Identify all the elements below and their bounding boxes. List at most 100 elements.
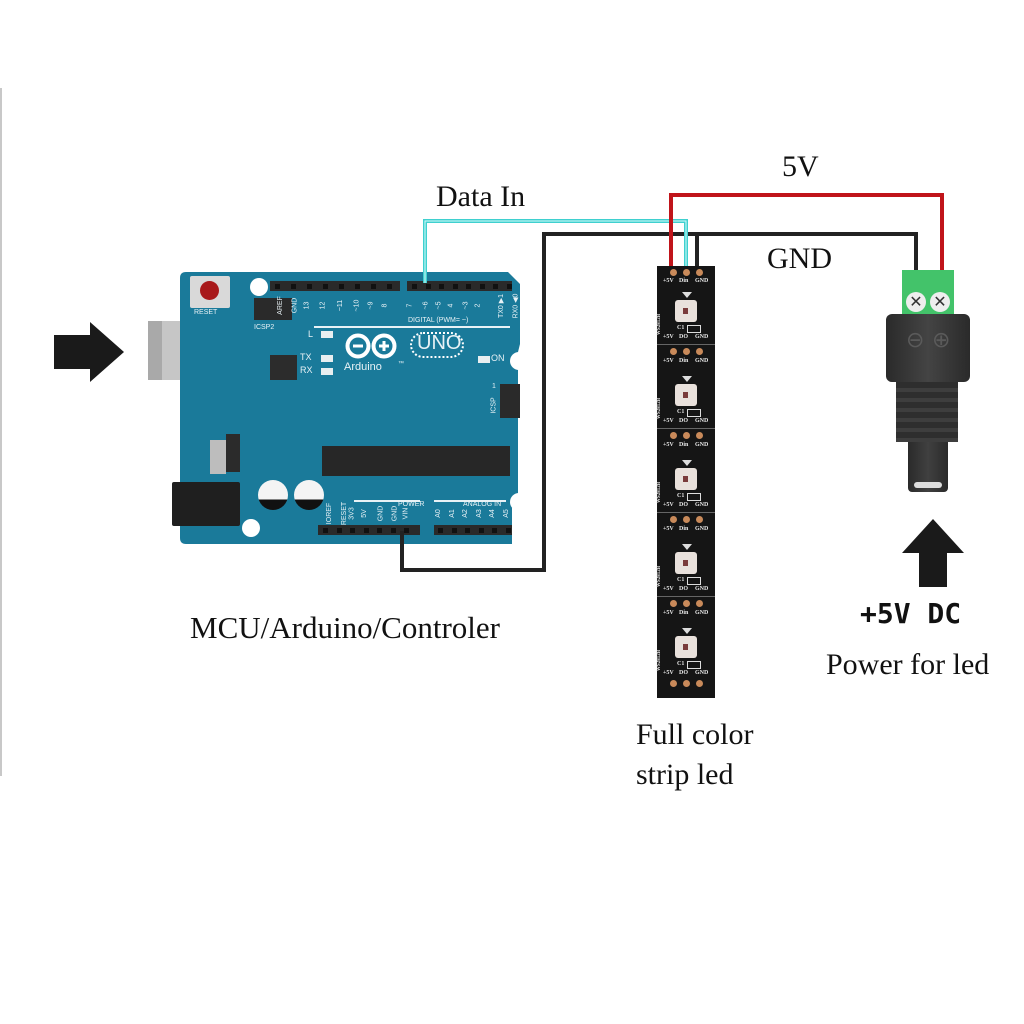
header-pin [479,284,485,289]
connector-sleeve [896,382,958,442]
chip-label: WS2812B [657,649,663,672]
led-die [683,308,688,314]
strip-solder-pad [696,348,703,355]
screw-plus-terminal: ✕ [930,292,950,312]
capacitor-1 [258,480,288,510]
strip-pad-label: Din [679,278,689,284]
reset-button[interactable] [190,276,230,308]
reset-label: RESET [194,309,218,316]
strip-solder-pad [683,680,690,687]
capacitor-label: C1 [677,493,685,499]
led-die [683,392,688,398]
header-pin [339,284,344,289]
capacitor [687,409,701,417]
led-on-label: ON [491,353,505,363]
strip-pad-label: GND [695,586,709,592]
header-pin [323,284,328,289]
strip-pad-label: GND [695,334,709,340]
strip-pad-label: +5V [663,334,674,340]
strip-pad-label: DO [679,502,688,508]
rgb-led [675,300,697,322]
strip-direction-arrow-icon [682,460,692,466]
cut-line [657,596,715,597]
strip-solder-pad [683,348,690,355]
capacitor [687,493,701,501]
strip-solder-pad [683,600,690,607]
header-pin [466,284,471,289]
header-pin [439,284,444,289]
uno-badge [410,332,464,358]
header-pin [355,284,360,289]
voltage-regulator [210,440,226,474]
strip-label-line2: strip led [636,758,734,791]
strip-pad-label: GND [695,358,709,364]
strip-solder-pad [696,516,703,523]
strip-direction-arrow-icon [682,376,692,382]
atmega-chip [322,446,510,476]
header-pin [506,284,512,289]
strip-solder-pad [670,432,677,439]
header-pin [492,528,497,533]
voltage-regulator-body [226,434,240,472]
chip-label: WS2812B [657,481,663,504]
strip-pad-label: GND [695,610,709,616]
led-rx-label: RX [300,365,313,375]
strip-solder-pad [696,600,703,607]
strip-solder-pad [683,516,690,523]
strip-pad-label: +5V [663,586,674,592]
five-v-label: 5V [782,150,819,183]
strip-pad-label: +5V [663,526,674,532]
strip-solder-pad [696,680,703,687]
strip-solder-pad [670,600,677,607]
strip-pad-label: DO [679,334,688,340]
header-pin [493,284,498,289]
capacitor-2 [294,480,324,510]
header-pin [452,284,458,289]
strip-direction-arrow-icon [682,544,692,550]
strip-pad-label: DO [679,586,688,592]
strip-pad-label: GND [695,502,709,508]
rgb-led [675,384,697,406]
power-label: POWER [398,501,425,508]
strip-solder-pad [683,432,690,439]
digital-divider [314,326,510,328]
header-pin [390,528,396,533]
header-pin [387,284,392,289]
strip-pad-label: +5V [663,442,674,448]
strip-pad-label: GND [695,278,709,284]
led-tx [321,355,333,362]
analog-divider [434,500,506,502]
analog-header [434,525,512,535]
strip-pad-label: Din [679,610,689,616]
strip-pad-label: DO [679,418,688,424]
capacitor-label: C1 [677,325,685,331]
trademark: ™ [398,361,404,367]
capacitor [687,325,701,333]
header-pin [465,528,470,533]
cut-line [657,512,715,513]
arduino-logo-icon [345,333,397,359]
header-pin [505,528,511,533]
digital-header-right [407,281,512,291]
strip-input-pad [670,269,677,276]
minus-marking-icon: ⊖ [906,328,925,353]
strip-pad-label: +5V [663,418,674,424]
header-pin [336,528,342,533]
header-pin [350,528,355,533]
chip-label: WS2812B [657,397,663,420]
header-pin [404,528,409,533]
chip-label: WS2812B [657,565,663,588]
data-in-label: Data In [436,180,526,213]
cut-line [657,428,715,429]
strip-pad-label: +5V [663,278,674,284]
connector-tip [908,442,948,492]
strip-input-pad [696,269,703,276]
strip-pad-label: GND [695,442,709,448]
data-wire [423,219,688,283]
dc-connector: ✕ ✕ ⊖ ⊕ [878,262,978,504]
strip-pad-label: Din [679,358,689,364]
led-die [683,560,688,566]
capacitor [687,577,701,585]
